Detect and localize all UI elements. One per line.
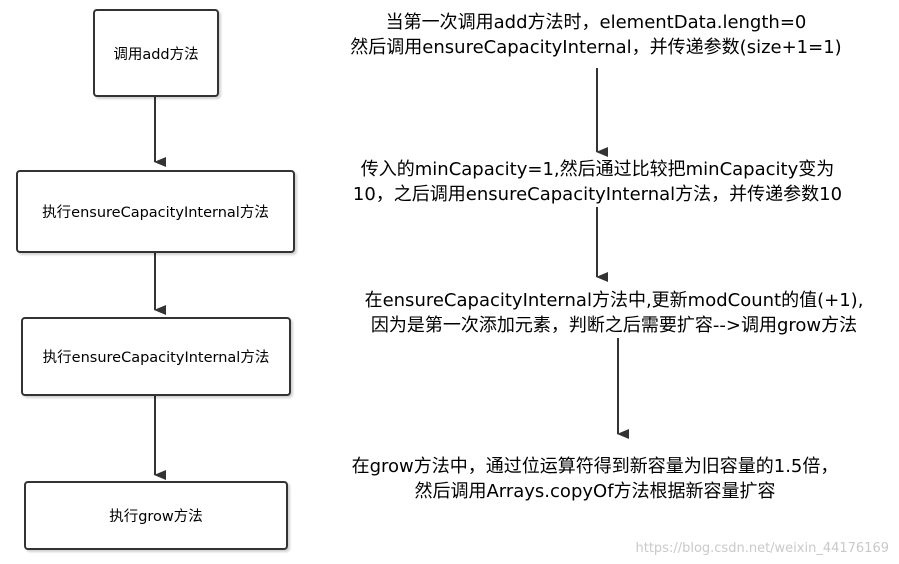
note-line: 在grow方法中，通过位运算符得到新容量为旧容量的1.5倍， xyxy=(351,456,839,477)
note-line: 因为是第一次添加元素，判断之后需要扩容-->调用grow方法 xyxy=(370,315,858,336)
flow-box-label: 执行ensureCapacityInternal方法 xyxy=(42,205,269,221)
note-line: 然后调用ensureCapacityInternal，并传递参数(size+1=… xyxy=(350,37,842,58)
flow-box-ensure-capacity-1: 执行ensureCapacityInternal方法 xyxy=(16,170,295,253)
note-line: 10，之后调用ensureCapacityInternal方法，并传递参数10 xyxy=(352,184,843,205)
note-line: 传入的minCapacity=1,然后通过比较把minCapacity变为 xyxy=(360,159,835,180)
note-mod-count: 在ensureCapacityInternal方法中,更新modCount的值(… xyxy=(338,288,890,338)
note-line: 然后调用Arrays.copyOf方法根据新容量扩容 xyxy=(414,481,776,502)
flow-box-label: 执行ensureCapacityInternal方法 xyxy=(42,350,270,366)
note-min-capacity: 传入的minCapacity=1,然后通过比较把minCapacity变为 10… xyxy=(330,157,865,207)
note-line: 在ensureCapacityInternal方法中,更新modCount的值(… xyxy=(364,290,864,311)
flow-box-call-add: 调用add方法 xyxy=(93,9,219,97)
watermark: https://blog.csdn.net/weixin_44176169 xyxy=(635,541,889,556)
flow-box-label: 执行grow方法 xyxy=(109,509,203,525)
note-grow: 在grow方法中，通过位运算符得到新容量为旧容量的1.5倍， 然后调用Array… xyxy=(326,454,864,504)
flow-box-ensure-capacity-2: 执行ensureCapacityInternal方法 xyxy=(21,317,291,396)
note-add-call: 当第一次调用add方法时，elementData.length=0 然后调用en… xyxy=(331,10,861,60)
flow-box-label: 调用add方法 xyxy=(113,46,199,63)
note-line: 当第一次调用add方法时，elementData.length=0 xyxy=(385,12,807,33)
flow-box-grow: 执行grow方法 xyxy=(24,481,288,550)
